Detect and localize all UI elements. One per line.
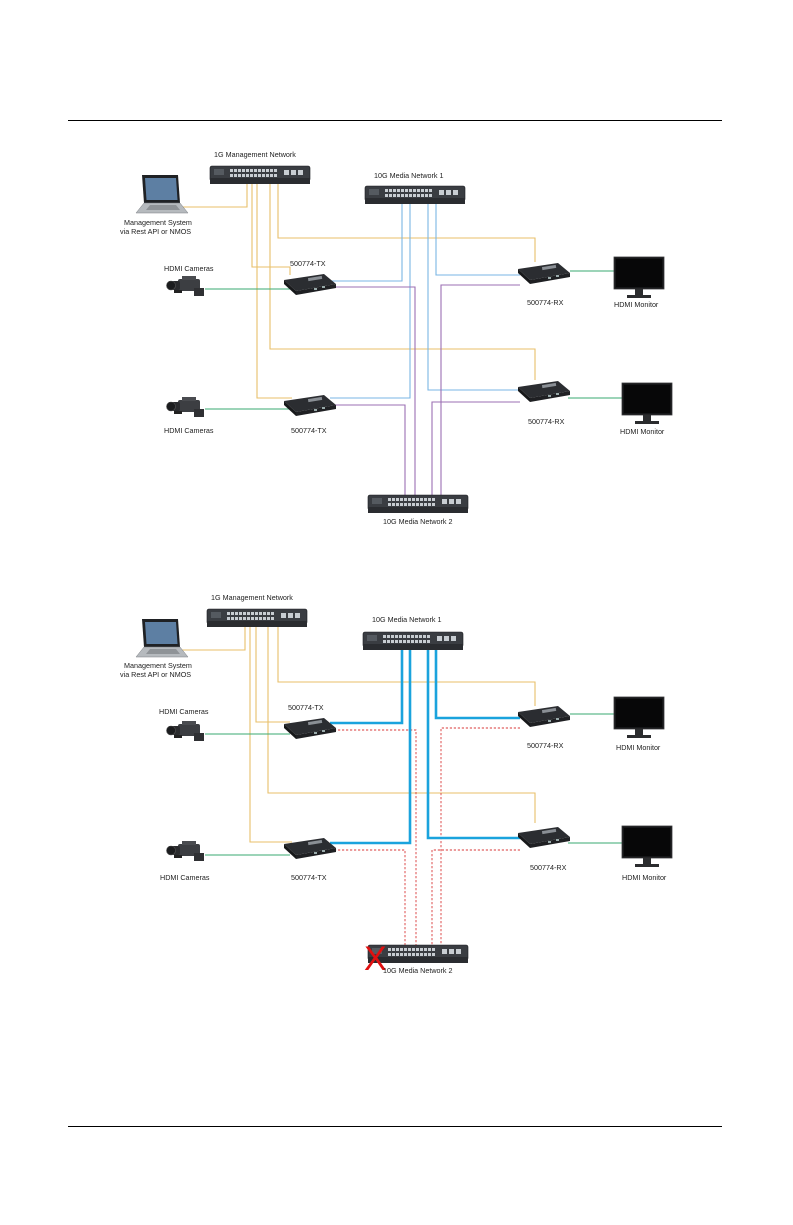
mgmt-switch-label: 1G Management Network bbox=[214, 150, 296, 159]
laptop-icon bbox=[135, 174, 189, 214]
diagram-failover: X 1G Management Network 10G Media Networ… bbox=[120, 593, 673, 978]
media-switch-1 bbox=[362, 631, 464, 651]
management-links bbox=[182, 623, 536, 843]
camera-icon bbox=[166, 275, 205, 297]
rx-label: 500774-RX bbox=[527, 298, 564, 307]
media-1-links bbox=[330, 200, 520, 399]
cameras-label: HDMI Cameras bbox=[160, 873, 210, 882]
media-switch-1 bbox=[364, 185, 466, 205]
diagram-normal-operation: 1G Management Network 10G Media Network … bbox=[120, 150, 673, 526]
mgmt-switch-label: 1G Management Network bbox=[211, 593, 293, 602]
failed-links bbox=[330, 727, 520, 945]
monitor-icon bbox=[613, 256, 665, 299]
rx-label: 500774-RX bbox=[527, 741, 564, 750]
cameras-label: HDMI Cameras bbox=[164, 426, 214, 435]
management-links bbox=[182, 180, 536, 399]
rx-device bbox=[518, 827, 570, 848]
camera-icon bbox=[166, 720, 205, 742]
tx-device bbox=[284, 274, 336, 295]
hdmi-links bbox=[205, 270, 622, 410]
laptop-icon bbox=[135, 618, 189, 658]
media-switch-2 bbox=[367, 494, 469, 514]
footer-rule bbox=[68, 1126, 722, 1127]
tx-device bbox=[284, 838, 336, 859]
monitor-icon bbox=[621, 382, 673, 425]
header-rule bbox=[68, 120, 722, 121]
management-switch bbox=[209, 165, 311, 185]
camera-icon bbox=[166, 840, 205, 862]
media-switch-1-label: 10G Media Network 1 bbox=[372, 615, 442, 624]
rx-label: 500774-RX bbox=[530, 863, 567, 872]
tx-label: 500774-TX bbox=[291, 426, 327, 435]
mgmt-system-sublabel: via Rest API or NMOS bbox=[120, 227, 191, 236]
tx-label: 500774-TX bbox=[288, 703, 324, 712]
management-switch bbox=[206, 608, 308, 628]
tx-label: 500774-TX bbox=[290, 259, 326, 268]
monitor-icon bbox=[613, 696, 665, 739]
rx-label: 500774-RX bbox=[528, 417, 565, 426]
cameras-label: HDMI Cameras bbox=[164, 264, 214, 273]
rx-device bbox=[518, 706, 570, 727]
media-switch-1-label: 10G Media Network 1 bbox=[374, 171, 444, 180]
rx-device bbox=[518, 381, 570, 402]
mgmt-system-label: Management System bbox=[124, 218, 192, 227]
media-2-links bbox=[330, 284, 520, 495]
monitor-label: HDMI Monitor bbox=[616, 743, 661, 752]
cameras-label: HDMI Cameras bbox=[159, 707, 209, 716]
monitor-label: HDMI Monitor bbox=[620, 427, 665, 436]
mgmt-system-label: Management System bbox=[124, 661, 192, 670]
hdmi-links bbox=[205, 713, 622, 856]
failure-x-mark: X bbox=[364, 940, 387, 978]
active-links bbox=[330, 643, 520, 845]
media-switch-2-label: 10G Media Network 2 bbox=[383, 517, 453, 526]
tx-label: 500774-TX bbox=[291, 873, 327, 882]
monitor-icon bbox=[621, 825, 673, 868]
mgmt-system-sublabel: via Rest API or NMOS bbox=[120, 670, 191, 679]
media-switch-2-label: 10G Media Network 2 bbox=[383, 966, 453, 975]
monitor-label: HDMI Monitor bbox=[622, 873, 667, 882]
monitor-label: HDMI Monitor bbox=[614, 300, 659, 309]
rx-device bbox=[518, 263, 570, 284]
tx-device bbox=[284, 718, 336, 739]
camera-icon bbox=[166, 396, 205, 418]
